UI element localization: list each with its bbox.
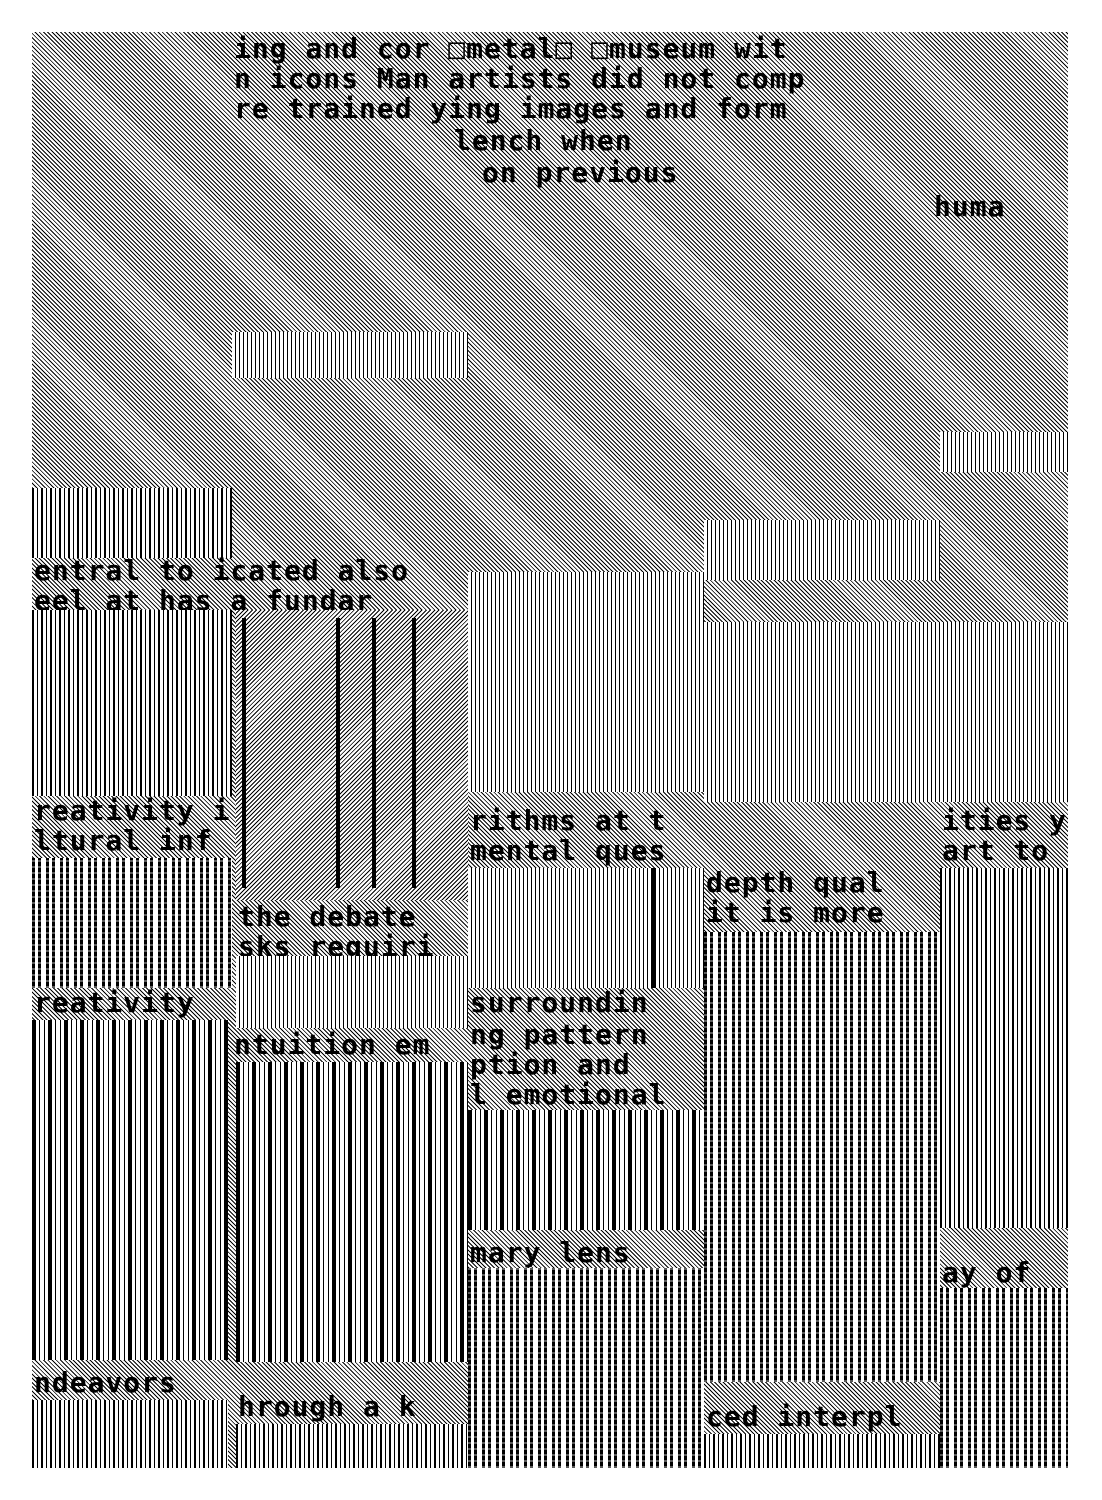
stripe-block	[704, 520, 940, 580]
text-fragment: ltural inf	[34, 824, 213, 857]
text-fragment: rithms at t	[470, 804, 667, 837]
text-fragment: ing and cor □metal□ □museum wit	[234, 32, 788, 65]
glitch-canvas: ing and cor □metal□ □museum wit n icons …	[32, 32, 1068, 1468]
text-fragment: depth qual	[706, 866, 885, 899]
stripe-block	[236, 610, 468, 900]
text-fragment: surroundin	[470, 986, 649, 1019]
text-fragment: entral to icated also	[34, 554, 410, 587]
stripe-block	[232, 332, 468, 378]
vertical-bar	[336, 618, 340, 888]
text-fragment: mary lens	[470, 1236, 631, 1269]
stripe-block	[704, 932, 940, 1382]
text-fragment: it is more	[706, 896, 885, 929]
text-fragment: reativity i	[34, 794, 231, 827]
stripe-block	[32, 610, 232, 796]
vertical-bar	[372, 618, 376, 888]
text-fragment: huma	[934, 190, 1006, 223]
text-fragment: art to	[942, 834, 1050, 867]
text-fragment: hrough a k	[238, 1390, 417, 1423]
text-fragment: ndeavors	[34, 1366, 177, 1399]
stripe-block	[32, 1400, 228, 1468]
text-fragment: ng pattern	[470, 1018, 649, 1051]
stripe-block	[468, 868, 704, 988]
stripe-block	[236, 1424, 468, 1468]
text-fragment: ay of	[942, 1256, 1032, 1289]
stripe-block	[704, 1434, 940, 1468]
vertical-bar	[652, 868, 656, 988]
stripe-block	[468, 572, 704, 792]
text-fragment: ntuition em	[234, 1028, 431, 1061]
stripe-block	[468, 1268, 704, 1468]
stripe-block	[236, 1062, 468, 1362]
stripe-block	[468, 1110, 704, 1230]
vertical-bar	[412, 618, 416, 888]
text-fragment: mental ques	[470, 834, 667, 867]
stripe-block	[704, 622, 1068, 802]
text-fragment: lench when	[454, 124, 633, 157]
vertical-bar	[242, 618, 246, 888]
stripe-block	[940, 868, 1068, 1228]
text-fragment: reativity	[34, 986, 195, 1019]
stripe-block	[32, 488, 232, 558]
text-fragment: the debate	[238, 900, 417, 933]
text-fragment: ced interpl	[706, 1400, 903, 1433]
stripe-block	[32, 1020, 228, 1360]
stripe-block	[940, 1288, 1068, 1468]
stripe-block	[32, 858, 232, 988]
text-fragment: l emotional	[470, 1078, 667, 1111]
text-fragment: ities y	[942, 804, 1068, 837]
stripe-block	[940, 432, 1068, 472]
text-fragment: re trained ying images and form	[234, 92, 788, 125]
stripe-block	[236, 956, 468, 1028]
text-fragment: n icons Man artists did not comp	[234, 62, 806, 95]
text-fragment: on previous	[482, 156, 679, 189]
text-fragment: ption and	[470, 1048, 631, 1081]
